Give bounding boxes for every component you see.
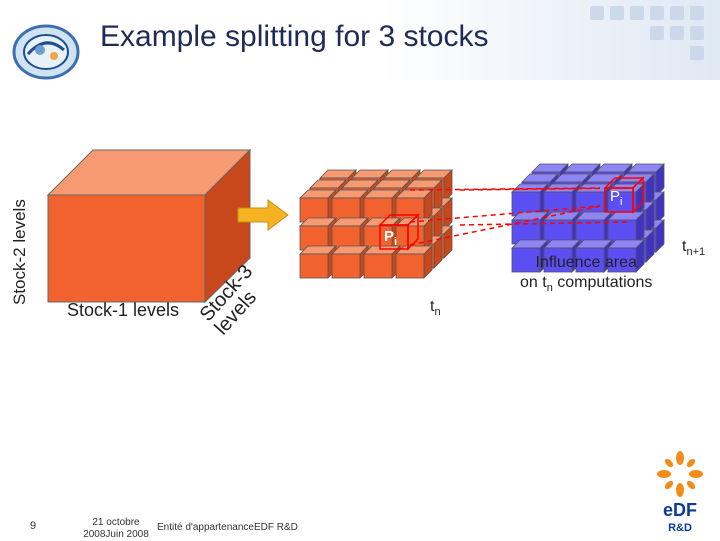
orange-grid-cube — [395, 217, 433, 251]
orange-grid-cube — [395, 245, 433, 279]
stock1-axis-label: Stock-1 levels — [67, 300, 180, 320]
decorative-squares — [590, 6, 704, 60]
swirl-logo-icon — [12, 24, 80, 80]
header-band — [380, 0, 720, 80]
orange-grid-cube — [299, 189, 337, 223]
edf-logo-icon: eDF R&D — [657, 451, 703, 534]
pi-cube-tn — [378, 213, 420, 251]
tn-time-label: tn — [430, 298, 441, 319]
orange-grid-cube — [363, 245, 401, 279]
orange-grid-cube — [331, 217, 369, 251]
pi-label-tn1: Pi — [610, 188, 623, 208]
blue-cube-grid — [511, 163, 665, 273]
influence-lines — [409, 187, 631, 246]
stock2-axis-label: Stock-2 levels — [10, 199, 29, 305]
influence-area-label: Influence area on tn computations — [520, 254, 653, 295]
blue-grid-cube — [511, 211, 549, 245]
orange-grid-cube — [299, 245, 337, 279]
footer-entity: Entité d'appartenanceEDF R&D — [157, 522, 298, 533]
blue-grid-cube — [607, 239, 645, 273]
orange-grid-cube — [299, 217, 337, 251]
blue-grid-cube — [575, 211, 613, 245]
page-title: Example splitting for 3 stocks — [100, 20, 489, 53]
rd-logo-text: R&D — [668, 522, 692, 534]
blue-grid-cube — [607, 211, 645, 245]
orange-cube-grid — [299, 169, 453, 279]
slide-number: 9 — [30, 520, 37, 532]
orange-grid-cube — [331, 245, 369, 279]
footer-date: 21 octobre 2008Juin 2008 — [83, 517, 149, 540]
split-arrow-icon — [237, 199, 289, 231]
orange-grid-cube — [363, 189, 401, 223]
pi-label-tn: Pi — [384, 228, 398, 248]
tn1-time-label: tn+1 — [682, 238, 706, 259]
edf-logo-text: eDF — [663, 500, 697, 520]
orange-grid-cube — [331, 189, 369, 223]
orange-grid-cube — [395, 189, 433, 223]
stock-volume-block — [46, 148, 252, 304]
pi-cube-tn1 — [603, 176, 645, 214]
blue-grid-cube — [543, 211, 581, 245]
